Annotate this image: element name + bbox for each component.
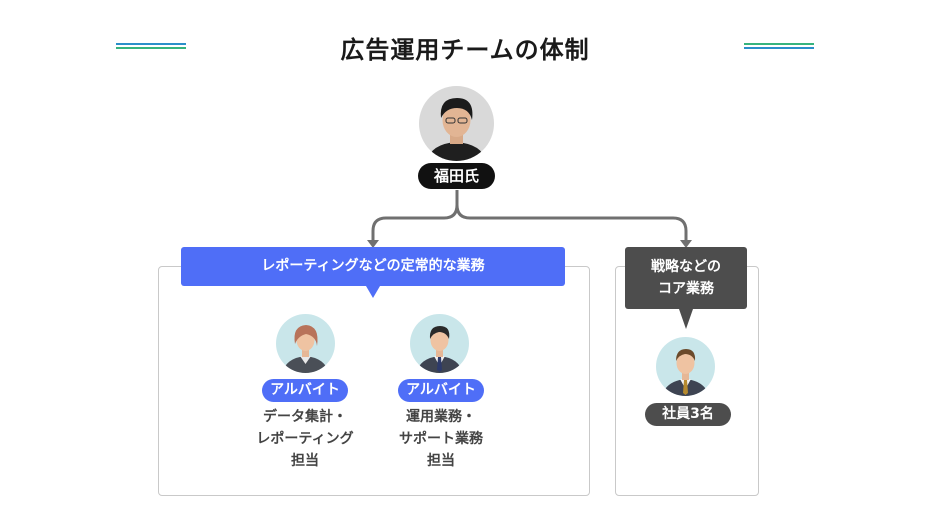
member-badge-1: アルバイト — [262, 379, 348, 402]
connector-right — [455, 190, 688, 242]
connector-left — [371, 190, 459, 242]
page-title: 広告運用チームの体制 — [340, 36, 590, 64]
male-staff-icon — [410, 314, 469, 373]
left-group-banner: レポーティングなどの定常的な業務 — [181, 247, 565, 286]
member-badge-2: アルバイト — [398, 379, 484, 402]
right-group-banner: 戦略などの コア業務 — [625, 247, 747, 309]
right-banner-tail — [679, 309, 693, 329]
left-banner-tail — [366, 286, 380, 298]
leader-avatar — [419, 86, 494, 161]
leader-name-badge: 福田氏 — [418, 163, 495, 189]
arrowhead-right — [680, 240, 692, 248]
member-avatar-1 — [276, 314, 335, 373]
employee-icon — [656, 337, 715, 396]
arrowhead-left — [367, 240, 379, 248]
female-staff-icon — [276, 314, 335, 373]
member-avatar-2 — [410, 314, 469, 373]
person-leader-photo — [419, 86, 494, 161]
title-decoration-right — [744, 43, 814, 49]
employee-count-badge: 社員3名 — [645, 403, 731, 426]
member-role-2: 運用業務・ サポート業務 担当 — [399, 409, 483, 469]
member-role-1: データ集計・ レポーティング 担当 — [256, 409, 354, 469]
left-group-box — [158, 266, 590, 496]
title-decoration-left — [116, 43, 186, 49]
employee-avatar — [656, 337, 715, 396]
